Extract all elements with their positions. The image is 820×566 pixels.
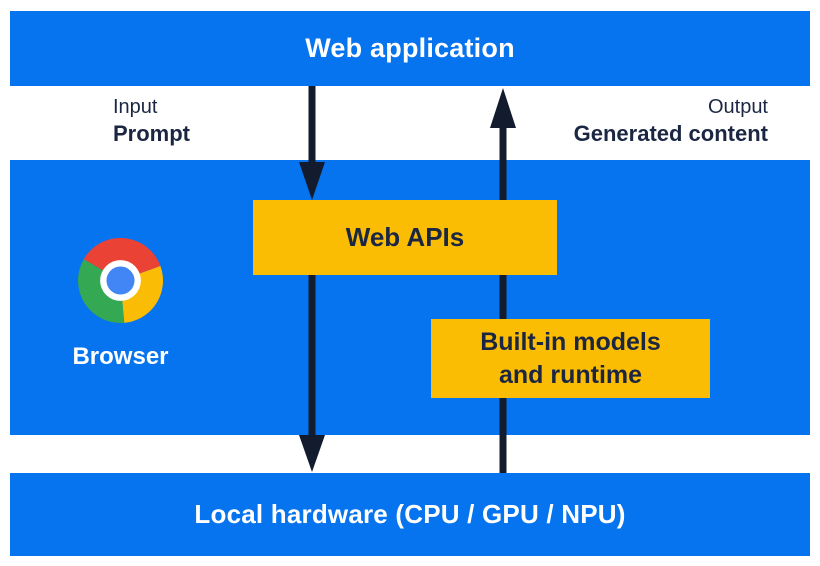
web-application-bar: Web application — [10, 11, 810, 86]
web-application-label: Web application — [305, 33, 515, 63]
input-flow-label: Input Prompt — [113, 94, 190, 148]
input-label: Input — [113, 96, 158, 118]
prompt-label: Prompt — [113, 121, 190, 146]
generated-content-label: Generated content — [573, 121, 768, 146]
output-flow-label: Output Generated content — [574, 94, 768, 148]
local-hardware-bar: Local hardware (CPU / GPU / NPU) — [10, 473, 810, 556]
browser-label: Browser — [72, 343, 169, 370]
chrome-icon — [78, 238, 163, 323]
output-label: Output — [707, 96, 768, 118]
local-hardware-label: Local hardware (CPU / GPU / NPU) — [194, 499, 626, 529]
builtin-models-line2: and runtime — [498, 360, 643, 389]
web-apis-label: Web APIs — [345, 222, 465, 252]
builtin-models-line1: Built-in models — [480, 327, 661, 356]
web-apis-box: Web APIs — [253, 200, 557, 275]
builtin-models-box: Built-in models and runtime — [431, 319, 710, 398]
